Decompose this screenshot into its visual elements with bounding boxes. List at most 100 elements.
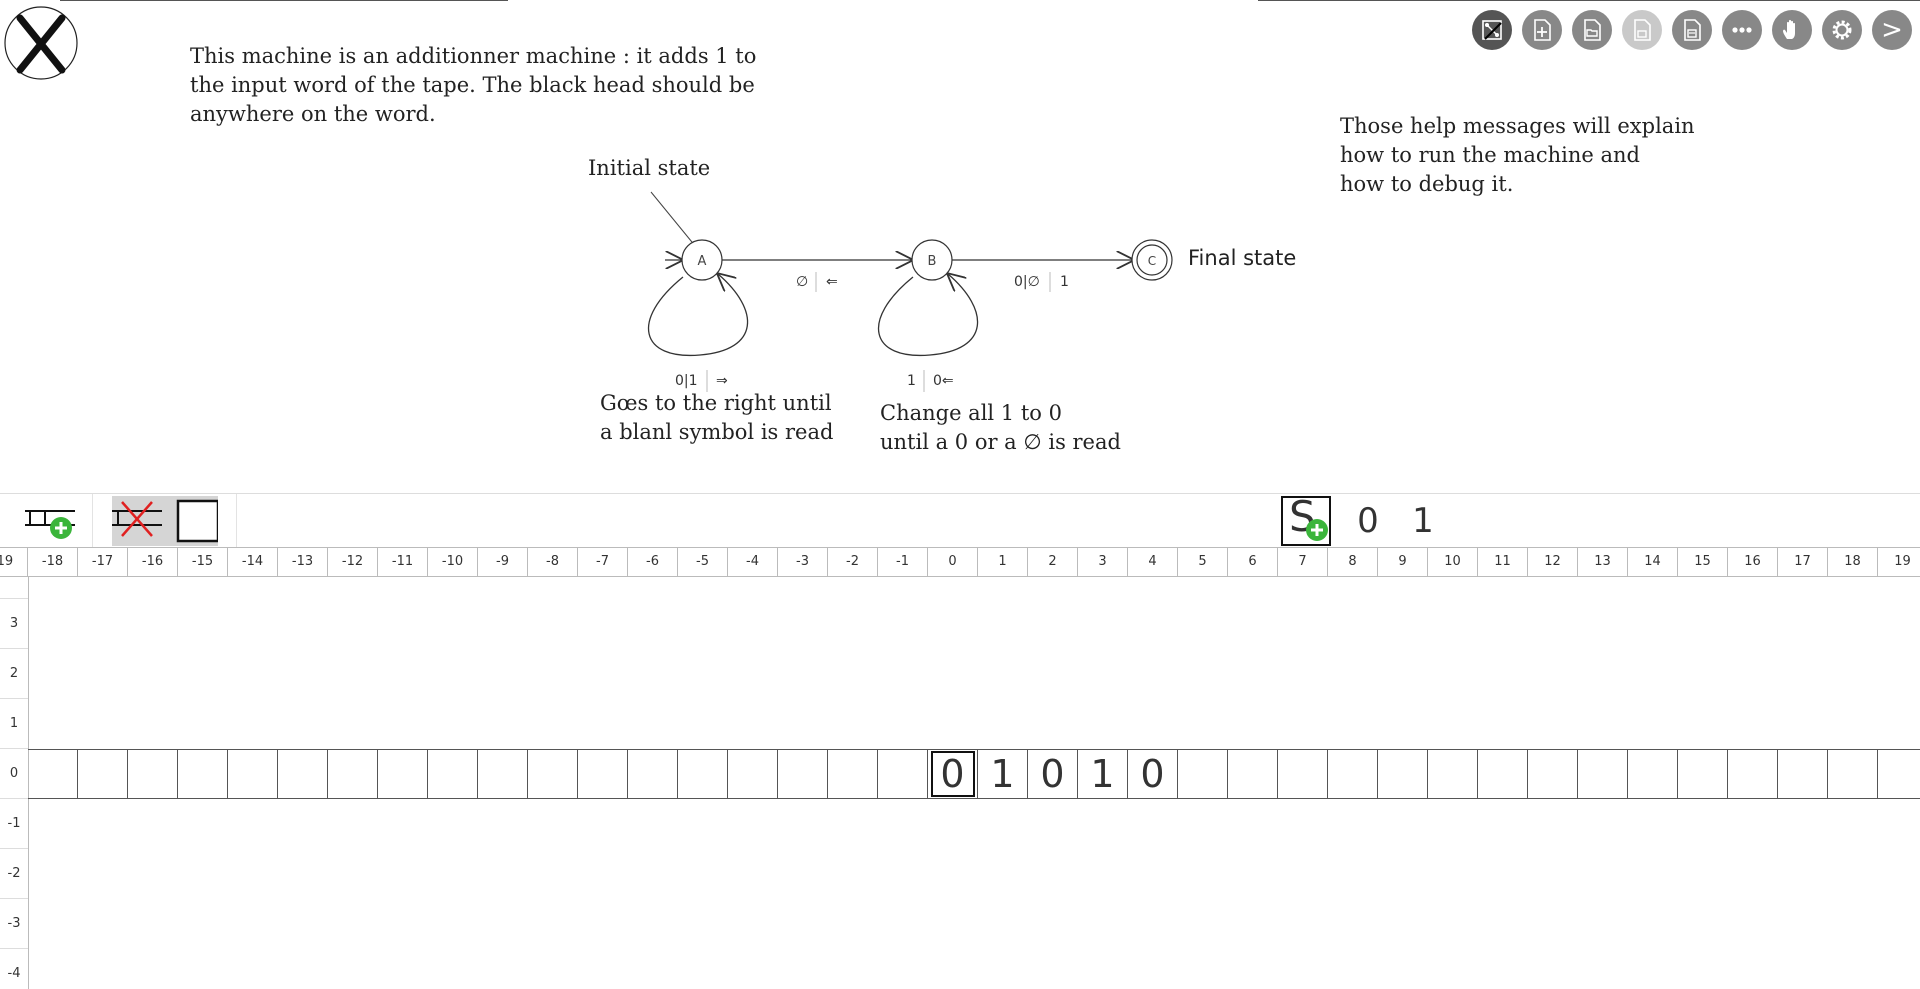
state-c-label: C: [1148, 254, 1156, 268]
a-loop-move-label: ⇒: [716, 373, 728, 389]
state-b[interactable]: B: [911, 239, 953, 281]
column-label: 6: [1228, 548, 1278, 576]
a-b-move-label: ⇐: [826, 274, 838, 290]
tape-head-cell[interactable]: 0: [928, 750, 978, 798]
tape-cell[interactable]: [578, 750, 628, 798]
plus-icon: [1306, 519, 1328, 541]
column-label: -16: [128, 548, 178, 576]
tape-cell[interactable]: [828, 750, 878, 798]
add-symbol-button[interactable]: S: [1281, 492, 1331, 546]
row-label: -1: [0, 799, 28, 849]
tape-cell[interactable]: [1228, 750, 1278, 798]
save-button[interactable]: [1622, 10, 1662, 50]
transition-b-loop[interactable]: [877, 274, 979, 357]
column-label: -4: [728, 548, 778, 576]
tape-cell[interactable]: [1678, 750, 1728, 798]
tape-cell[interactable]: [478, 750, 528, 798]
help-message: Those help messages will explain how to …: [1340, 112, 1760, 199]
remove-tape-button[interactable]: [112, 496, 220, 546]
column-label: -7: [578, 548, 628, 576]
edit-graph-button[interactable]: [1472, 10, 1512, 50]
tape-cell[interactable]: [128, 750, 178, 798]
row-label: 0: [0, 749, 28, 799]
tape-cell[interactable]: [1178, 750, 1228, 798]
new-file-icon: [1534, 19, 1551, 41]
tape-cell[interactable]: [778, 750, 828, 798]
tape-cell[interactable]: [1778, 750, 1828, 798]
gear-icon: [1832, 20, 1852, 40]
save-as-icon: [1684, 19, 1701, 41]
close-button[interactable]: [4, 6, 78, 80]
column-label: -18: [28, 548, 78, 576]
b-loop-write-label: 0⇐: [933, 373, 954, 389]
tape-cell[interactable]: [878, 750, 928, 798]
tape-cell[interactable]: [1378, 750, 1428, 798]
tape-cell[interactable]: [78, 750, 128, 798]
tape-cell[interactable]: [428, 750, 478, 798]
tape-cell[interactable]: [178, 750, 228, 798]
tape-cell[interactable]: [1828, 750, 1878, 798]
column-label: 14: [1628, 548, 1678, 576]
more-icon: [1732, 27, 1752, 33]
tape-grid[interactable]: 43210-1-2-3-4-19-18-17-16-15-14-13-12-11…: [0, 547, 1920, 989]
row-label: -4: [0, 949, 28, 989]
state-c[interactable]: C: [1131, 239, 1173, 281]
help-line: how to run the machine and: [1340, 143, 1640, 167]
symbol-0-button[interactable]: 0: [1357, 501, 1379, 541]
column-label: 15: [1678, 548, 1728, 576]
tape-cell[interactable]: [1328, 750, 1378, 798]
settings-button[interactable]: [1822, 10, 1862, 50]
tape-cell[interactable]: [378, 750, 428, 798]
tape-cell[interactable]: [1878, 750, 1920, 798]
tape-cell[interactable]: [1528, 750, 1578, 798]
tape-cell[interactable]: [728, 750, 778, 798]
tape-symbol: 1: [1090, 752, 1115, 796]
tape-cell[interactable]: [1628, 750, 1678, 798]
tape-cell[interactable]: [228, 750, 278, 798]
transition-a-loop[interactable]: [647, 274, 749, 357]
close-icon: [4, 6, 78, 80]
row-label: 1: [0, 699, 28, 749]
description-line: This machine is an additionner machine :…: [190, 44, 757, 68]
tape-symbol: 0: [1040, 752, 1065, 796]
row-label: 2: [0, 649, 28, 699]
state-graph[interactable]: Initial state A B C Final state ∅ ⇐ 0|∅ …: [0, 0, 1920, 490]
column-label: -6: [628, 548, 678, 576]
more-button[interactable]: [1722, 10, 1762, 50]
column-label: 4: [1128, 548, 1178, 576]
tape-cell[interactable]: 1: [978, 750, 1028, 798]
hand-tool-button[interactable]: [1772, 10, 1812, 50]
tape-cell[interactable]: 1: [1078, 750, 1128, 798]
tape-cell[interactable]: 0: [1028, 750, 1078, 798]
column-label: 5: [1178, 548, 1228, 576]
column-label: 17: [1778, 548, 1828, 576]
tape-cell[interactable]: [1428, 750, 1478, 798]
column-label: 7: [1278, 548, 1328, 576]
run-button[interactable]: >: [1872, 10, 1912, 50]
description-line: the input word of the tape. The black he…: [190, 73, 755, 97]
tape-cell[interactable]: [328, 750, 378, 798]
tape-cell[interactable]: [28, 750, 78, 798]
machine-description: This machine is an additionner machine :…: [190, 42, 790, 129]
save-as-button[interactable]: [1672, 10, 1712, 50]
tape-cell[interactable]: [1728, 750, 1778, 798]
tape-cell[interactable]: [528, 750, 578, 798]
tape-cell[interactable]: 0: [1128, 750, 1178, 798]
state-a[interactable]: A: [681, 239, 723, 281]
tape-cell[interactable]: [1578, 750, 1628, 798]
tape-cell[interactable]: [628, 750, 678, 798]
open-file-button[interactable]: [1572, 10, 1612, 50]
a-b-read-label: ∅: [796, 274, 808, 290]
tape-cell[interactable]: [1478, 750, 1528, 798]
add-tape-button[interactable]: [0, 494, 93, 548]
description-line: anywhere on the word.: [190, 102, 436, 126]
tape-cell[interactable]: [278, 750, 328, 798]
tape-cell[interactable]: [1278, 750, 1328, 798]
new-file-button[interactable]: [1522, 10, 1562, 50]
tape-cell[interactable]: [678, 750, 728, 798]
tape-symbol: 0: [930, 751, 975, 797]
save-icon: [1634, 19, 1651, 41]
symbol-1-button[interactable]: 1: [1412, 501, 1434, 541]
column-label: -9: [478, 548, 528, 576]
